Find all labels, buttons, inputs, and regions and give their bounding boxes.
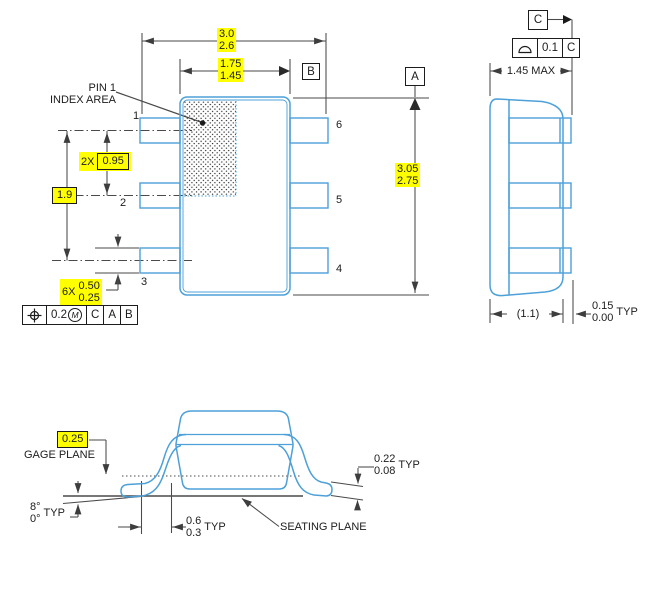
fcf-datum-a-cell: A: [104, 306, 121, 324]
dimension-linework: [52, 15, 591, 534]
pin-number-5: 5: [335, 194, 343, 206]
datum-a-box: A: [405, 67, 425, 86]
gage-plane-label: GAGE PLANE: [24, 449, 95, 461]
pin-number-4: 4: [335, 263, 343, 275]
datum-b-box: B: [302, 63, 320, 80]
pin-number-1: 1: [132, 110, 140, 122]
pin-number-3: 3: [140, 276, 148, 288]
package-outline-linework: [120, 96, 572, 498]
profile-of-surface-icon: [518, 45, 532, 53]
position-symbol-icon: [27, 308, 42, 322]
dim-lead-angle: 8° 0° TYP: [30, 501, 65, 525]
profile-tolerance-cell: 0.1: [538, 39, 563, 57]
fcf-position-tolerance: 0.2 M C A B: [22, 305, 138, 325]
profile-symbol-cell: [513, 39, 538, 57]
dim-overall-length: 3.05 2.75: [395, 163, 421, 187]
pin-number-2: 2: [119, 197, 127, 209]
fcf-datum-c-cell: C: [87, 306, 105, 324]
dim-gage-plane: 0.25: [57, 431, 89, 448]
dim-pitch: 2X 0.95: [79, 152, 131, 171]
mmc-modifier-icon: M: [68, 308, 82, 322]
position-tolerance-cell: 0.2 M: [47, 306, 87, 324]
pin-number-6: 6: [335, 119, 343, 131]
dim-standoff: 0.15 0.00 TYP: [592, 300, 638, 324]
seating-plane-label: SEATING PLANE: [280, 521, 367, 533]
dim-pitch-span: 1.9: [52, 187, 78, 204]
pin1-index-area-label: PIN 1 INDEX AREA: [49, 82, 116, 106]
datum-c-box: C: [528, 10, 548, 30]
dim-body-width: 1.75 1.45: [218, 58, 244, 82]
position-symbol-cell: [23, 306, 47, 324]
profile-datum-cell: C: [567, 42, 576, 54]
dim-overall-width: 3.0 2.6: [217, 28, 237, 52]
dim-height-max: 1.45 MAX: [502, 65, 560, 77]
dim-foot-length: 0.6 0.3 TYP: [186, 515, 226, 539]
fcf-datum-b-cell: B: [124, 309, 133, 321]
dim-lead-thickness: 0.22 0.08 TYP: [374, 453, 420, 477]
fcf-surface-profile: 0.1 C: [512, 38, 581, 58]
dim-body-ref-width: (1.1): [507, 308, 549, 320]
pin1-index-area: [183, 100, 236, 196]
dim-lead-width: 6X 0.50 0.25: [60, 279, 102, 305]
